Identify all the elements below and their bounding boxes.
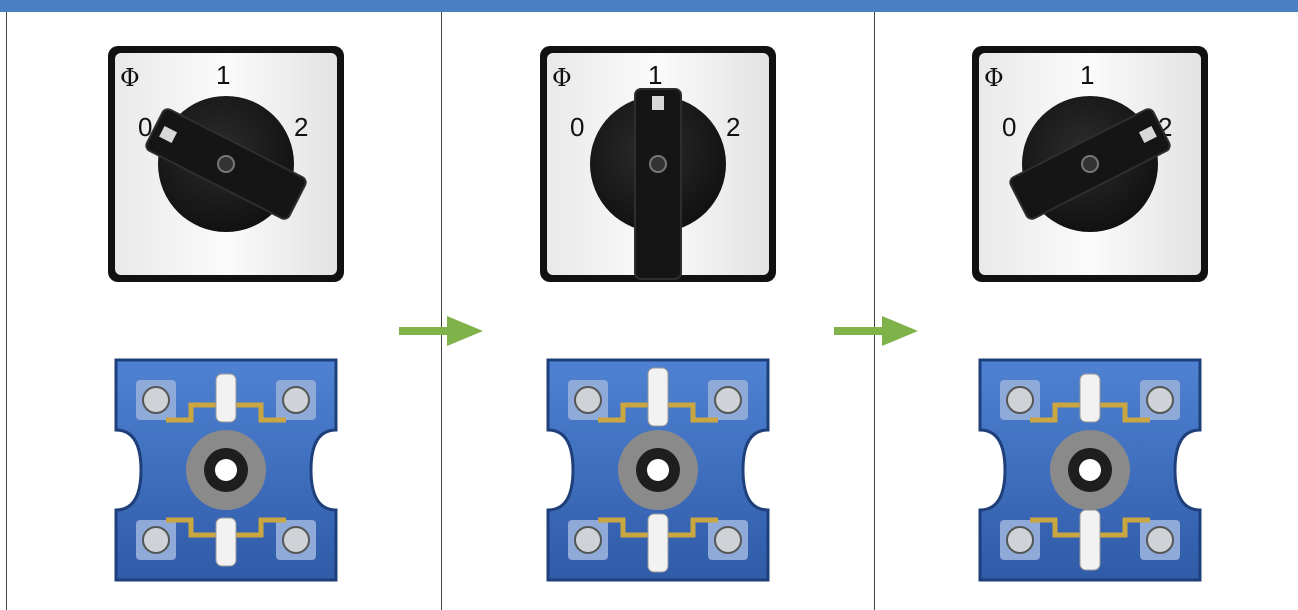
cam-contact-block [114,358,338,582]
position-label-2: 2 [726,112,740,142]
position-label-0: 0 [1002,112,1016,142]
phase-symbol: Φ [984,64,1004,92]
position-label-2: 2 [294,112,308,142]
stage-panel-position-2: Φ 1 0 2 [875,12,1298,610]
position-label-0: 0 [570,112,584,142]
rotary-switch-front: Φ 1 0 2 [540,46,776,282]
panel-divider-1 [441,12,442,610]
terminal-screws [574,386,742,554]
top-accent-bar [0,0,1298,12]
position-label-0: 0 [138,112,152,142]
position-label-1: 1 [1080,60,1094,90]
stage-panel-position-1: Φ 1 0 2 [441,12,874,610]
phase-symbol: Φ [120,64,140,92]
terminal-screws [1006,386,1174,554]
cam-contact-block [978,358,1202,582]
rotary-switch-front: Φ 1 0 2 [108,46,344,282]
position-label-1: 1 [216,60,230,90]
panel-divider-left [6,12,7,610]
switch-knob[interactable] [590,88,726,280]
cam-contact-block [546,358,770,582]
stage-panel-position-0: Φ 1 0 2 [7,12,440,610]
switch-knob[interactable] [144,96,307,232]
switch-knob[interactable] [1008,96,1171,232]
terminal-screws [142,386,310,554]
panel-divider-2 [874,12,875,610]
transition-arrow-1 [399,316,483,346]
phase-symbol: Φ [552,64,572,92]
rotary-switch-front: Φ 1 0 2 [972,46,1208,282]
transition-arrow-2 [834,316,918,346]
position-label-1: 1 [648,60,662,90]
